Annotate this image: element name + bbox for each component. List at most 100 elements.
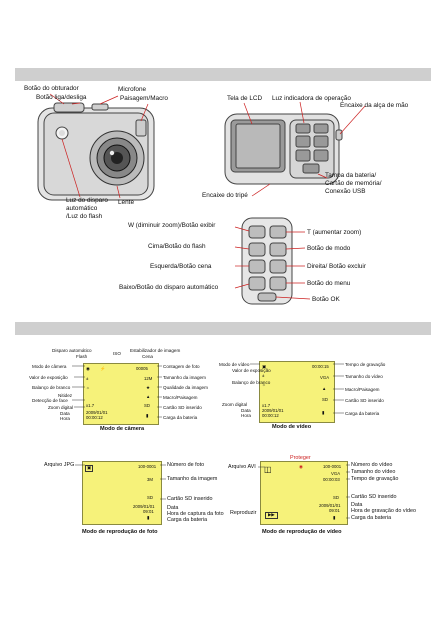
lcd-sd: SD bbox=[144, 403, 150, 408]
cm-self-timer: Disparo automático bbox=[52, 348, 92, 353]
macro-icon: ▲ bbox=[322, 386, 327, 391]
section-bar-display bbox=[15, 322, 431, 335]
vp-sd: Cartão SD inserido bbox=[351, 494, 397, 500]
pp-jpg: Arquivo JPG bbox=[44, 462, 75, 468]
lcd-time: 00:00:12 bbox=[86, 415, 103, 420]
exposure-icon: ± bbox=[86, 376, 89, 381]
label-strap: Encaixe da alça de mão bbox=[340, 102, 409, 109]
label-up-flash: Cima/Botão do flash bbox=[148, 243, 206, 250]
avi-file-icon: ◫ bbox=[264, 465, 272, 474]
pp-size: Tamanho da imagem bbox=[167, 476, 218, 482]
vm-exposure: Valor de exposição bbox=[232, 368, 271, 373]
label-shutter: Botão do obturador bbox=[24, 85, 79, 92]
vp-avi: Arquivo AVI bbox=[228, 464, 256, 470]
vp-number: Número do vídeo bbox=[351, 462, 393, 468]
cm-iso: ISO bbox=[113, 351, 121, 356]
exposure-icon: ± bbox=[262, 373, 265, 378]
pointer-lines bbox=[49, 93, 366, 300]
vp-rec-hour: Hora de gravação do vídeo bbox=[351, 508, 417, 514]
cm-size: Tamanho da imagem bbox=[163, 375, 206, 380]
lcd-video-size: VGA bbox=[331, 471, 341, 476]
cm-mode: Modo de câmera bbox=[32, 364, 67, 369]
label-microphone: Microfone bbox=[118, 86, 147, 93]
lcd-time: 09:01 bbox=[143, 509, 154, 514]
cm-time: Hora bbox=[60, 416, 70, 421]
label-lens: Lente bbox=[118, 199, 134, 206]
camera-back-body bbox=[224, 113, 343, 185]
vm-wb: Balanço de branco bbox=[232, 380, 271, 385]
macro-switch bbox=[135, 119, 147, 137]
battery-icon: ▮ bbox=[147, 515, 150, 520]
label-timer-light-2: automático bbox=[66, 205, 98, 212]
label-macro-switch: Paisagem/Macro bbox=[120, 95, 168, 102]
video-camera-icon: ▣ bbox=[262, 364, 267, 369]
lcd-video-mode: ▣ 00:00:15 ± VGA ☼ ▲ SD x1.7 2009/01/01 … bbox=[259, 361, 335, 423]
jpg-file-icon: ▣ bbox=[85, 465, 94, 472]
label-timer-light-3: /Luz do flash bbox=[66, 213, 103, 220]
cm-date: Data bbox=[60, 411, 70, 416]
cm-exposure: Valor de exposição bbox=[29, 375, 68, 380]
protect-icon: ◉ bbox=[299, 464, 303, 469]
label-battery-cover-3: Conexão USB bbox=[325, 188, 366, 195]
battery-icon: ▮ bbox=[322, 410, 325, 415]
lcd-camera-mode: ◉ ⚡ 00005 ± 12M ☼ ★ ▲ x1.7 SD 2009/01/01… bbox=[83, 363, 159, 425]
lcd-time: 09:01 bbox=[329, 508, 340, 513]
lcd-sd: SD bbox=[147, 495, 153, 500]
play-icon: ▶▶ bbox=[265, 512, 278, 519]
label-tripod: Encaixe do tripé bbox=[202, 192, 248, 199]
vm-date: Data bbox=[241, 408, 251, 413]
cm-zoom: Zoom digital bbox=[48, 405, 74, 410]
vm-size: Tamanho do vídeo bbox=[345, 374, 383, 379]
zoom-out-key bbox=[248, 225, 266, 239]
cm-scene: Cena bbox=[142, 354, 153, 359]
label-ok: Botão OK bbox=[312, 296, 340, 303]
label-zoom-out: W (diminuir zoom)/Botão exibir bbox=[128, 222, 216, 229]
section-bar-camera bbox=[15, 68, 431, 81]
wb-icon: ☼ bbox=[262, 382, 266, 387]
macro-icon: ▲ bbox=[146, 394, 151, 399]
caption-camera-mode: Modo de câmera bbox=[100, 426, 145, 432]
lcd-date: 2009/01/01 bbox=[133, 504, 155, 509]
vm-macro: Macro/Paisagem bbox=[345, 387, 380, 392]
battery-icon: ▮ bbox=[333, 515, 336, 520]
vp-date: Data bbox=[351, 502, 363, 508]
vp-play: Reproduzir bbox=[230, 510, 257, 516]
left-key bbox=[248, 259, 266, 274]
vp-protect: Proteger bbox=[290, 455, 311, 461]
vp-size: Tamanho do vídeo bbox=[351, 469, 396, 475]
pp-sd: Cartão SD inserido bbox=[167, 496, 213, 502]
lcd-date: 2009/01/01 bbox=[319, 503, 341, 508]
lcd-video-size: VGA bbox=[320, 375, 330, 380]
label-battery-cover: Tampa da bateria/ bbox=[325, 172, 377, 179]
label-menu: Botão do menu bbox=[307, 280, 351, 287]
lcd-photo-playback: ▣ 100-0001 3M SD 2009/01/01 09:01 ▮ bbox=[82, 461, 162, 525]
lcd-rec-time: 00:00:03 bbox=[323, 477, 340, 482]
lcd-video-playback: ◫ ◉ 100-0001 VGA 00:00:03 SD 2009/01/01 … bbox=[260, 461, 348, 525]
wb-icon: ☼ bbox=[86, 385, 90, 390]
vm-battery: Carga da bateria bbox=[345, 411, 380, 416]
label-timer-light: Luz do disparo bbox=[66, 197, 108, 204]
lcd-zoom: x1.7 bbox=[262, 403, 271, 408]
vm-zoom: Zoom digital bbox=[222, 402, 248, 407]
lcd-date: 2009/01/01 bbox=[262, 408, 284, 413]
lcd-video-number: 100-0001 bbox=[323, 464, 342, 469]
label-power: Botão liga/desliga bbox=[36, 94, 87, 101]
label-zoom-in: T (aumentar zoom) bbox=[307, 229, 362, 236]
pp-number: Número de foto bbox=[167, 462, 205, 468]
lcd-photo-count: 00005 bbox=[136, 366, 148, 371]
label-right-delete: Direita/ Botão excluir bbox=[307, 263, 366, 270]
mode-key bbox=[269, 242, 287, 257]
vm-rec-time: Tempo de gravação bbox=[345, 362, 386, 367]
label-mode: Botão de modo bbox=[307, 245, 351, 252]
caption-video-playback: Modo de reprodução de vídeo bbox=[262, 529, 342, 535]
label-battery-cover-2: Cartão de memória/ bbox=[325, 180, 382, 187]
vm-mode: Modo de vídeo bbox=[219, 362, 250, 367]
cm-flash: Flash bbox=[76, 354, 88, 359]
battery-icon: ▮ bbox=[146, 413, 149, 418]
caption-photo-playback: Modo de reprodução de foto bbox=[82, 529, 158, 535]
vp-battery: Carga da bateria bbox=[351, 515, 392, 521]
lcd-zoom: x1.7 bbox=[86, 403, 95, 408]
lcd-sd: SD bbox=[322, 397, 328, 402]
